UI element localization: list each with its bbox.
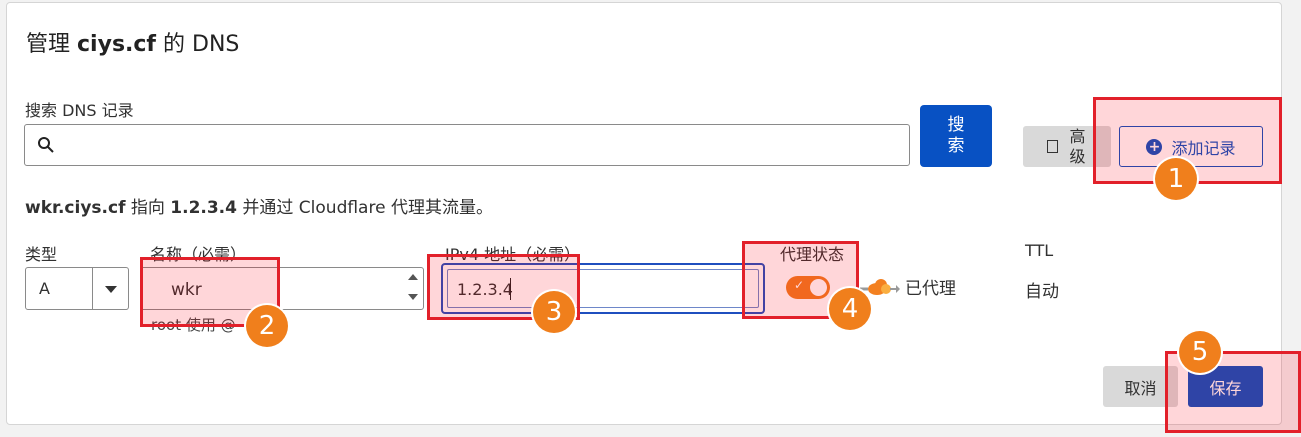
search-icon [38, 137, 54, 153]
text-cursor [510, 278, 511, 300]
search-input[interactable] [24, 124, 910, 166]
add-record-button[interactable]: + 添加记录 [1119, 126, 1263, 167]
page-title: 管理 ciys.cf 的 DNS [26, 32, 240, 57]
annotation-badge-1: 1 [1155, 158, 1197, 200]
ttl-value: 自动 [1025, 282, 1059, 302]
proxy-toggle[interactable]: ✓ [786, 276, 830, 299]
annotation-badge-5: 5 [1179, 331, 1221, 373]
search-button[interactable]: 搜索 [920, 105, 992, 167]
type-value: A [39, 279, 50, 298]
proxy-label: 代理状态 [780, 245, 845, 264]
proxy-status-text: 已代理 [905, 279, 956, 299]
select-divider [92, 268, 93, 309]
spinner-up-icon[interactable] [408, 274, 418, 280]
annotation-badge-4: 4 [829, 288, 871, 330]
type-select[interactable]: A [25, 267, 129, 310]
chevron-down-icon [105, 286, 117, 293]
spinner-down-icon[interactable] [408, 294, 418, 300]
ipv4-input-focus-ring [447, 269, 759, 308]
name-input[interactable] [140, 267, 424, 310]
ipv4-input[interactable] [441, 263, 765, 314]
cloud-arrow-icon [860, 279, 900, 295]
name-input-value: wkr [171, 280, 202, 300]
ttl-label: TTL [1025, 241, 1054, 260]
type-label: 类型 [25, 245, 58, 264]
toggle-knob [810, 279, 827, 296]
ipv4-input-value: 1.2.3.4 [457, 280, 513, 299]
annotation-badge-3: 3 [533, 291, 575, 333]
highlight-box-name [140, 257, 280, 327]
search-label: 搜索 DNS 记录 [25, 101, 134, 120]
dns-dialog [6, 2, 1282, 425]
plus-circle-icon: + [1146, 138, 1163, 155]
annotation-badge-2: 2 [246, 305, 288, 347]
document-icon [1046, 140, 1058, 153]
check-icon: ✓ [794, 278, 805, 292]
advanced-button[interactable]: 高级 [1023, 126, 1111, 167]
name-spinner[interactable] [404, 267, 424, 310]
record-description: wkr.ciys.cf 指向 1.2.3.4 并通过 Cloudflare 代理… [25, 198, 493, 218]
